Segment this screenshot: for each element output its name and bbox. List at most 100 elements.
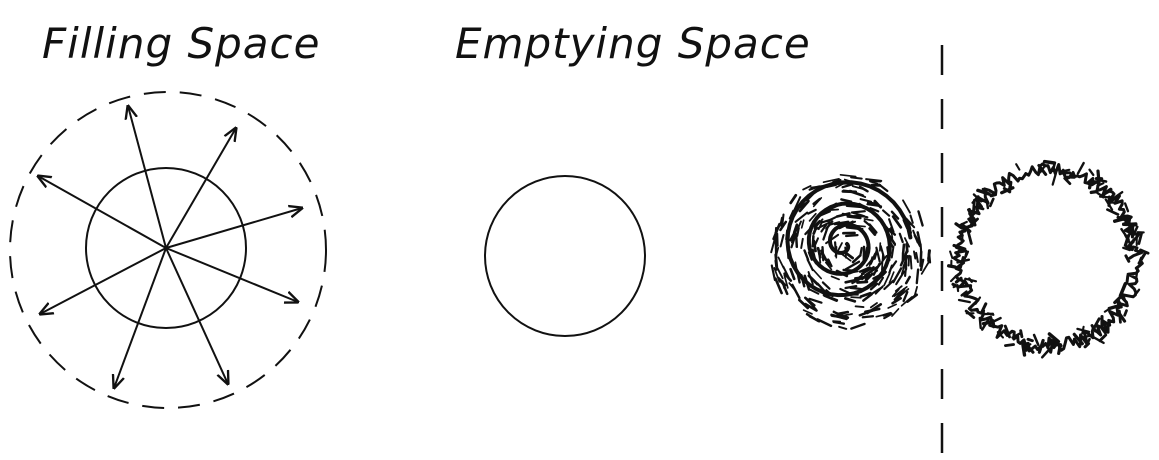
hatch-stroke	[860, 248, 861, 255]
hatch-stroke	[834, 322, 844, 324]
radiating-arrow	[128, 106, 166, 248]
radiating-arrow	[114, 248, 166, 388]
hatch-stroke	[791, 195, 796, 203]
ring-bristle	[991, 195, 995, 196]
ring-bristle	[1053, 173, 1056, 184]
hatch-stroke	[917, 270, 918, 284]
hatch-stroke	[851, 324, 864, 329]
ring-bristle	[1010, 182, 1011, 189]
rough-ring	[949, 162, 1148, 358]
hatch-stroke	[858, 282, 867, 283]
radiating-arrow	[40, 248, 166, 314]
ring-bristle	[1091, 192, 1096, 193]
hatch-stroke	[839, 327, 846, 329]
hatch-stroke	[781, 235, 784, 246]
hatch-stroke	[802, 220, 804, 228]
ring-bristle	[1064, 170, 1069, 171]
hatch-stroke	[818, 248, 820, 257]
ring-bristle	[1127, 276, 1128, 284]
ring-bristle	[951, 276, 956, 281]
ring-bristle	[1136, 290, 1139, 294]
hatch-stroke	[808, 260, 813, 270]
hatch-stroke	[813, 270, 821, 279]
ring-bristle	[1042, 351, 1048, 357]
hatch-stroke	[916, 253, 918, 262]
hatch-stroke	[919, 211, 923, 225]
hatch-stroke	[883, 210, 889, 215]
ring-bristle	[1028, 339, 1032, 340]
ring-bristle	[1090, 183, 1091, 188]
ring-bristle	[1125, 311, 1127, 316]
hatch-stroke	[818, 319, 832, 326]
hatch-stroke	[771, 241, 774, 253]
hatch-stroke	[914, 252, 915, 259]
ring-bristle	[1034, 335, 1038, 345]
ring-bristle	[1005, 345, 1013, 346]
hatch-stroke	[892, 261, 896, 267]
ring-bristle	[1136, 268, 1138, 278]
ring-bristle	[973, 200, 974, 212]
hatch-stroke	[796, 213, 808, 222]
hatch-stroke	[843, 185, 852, 188]
hatch-stroke	[832, 276, 840, 279]
ring-bristle	[976, 207, 983, 209]
hatch-stroke	[911, 216, 913, 223]
hatch-stroke	[928, 250, 929, 261]
hatch-stroke	[864, 219, 872, 221]
hatch-stroke	[848, 217, 861, 218]
hatch-stroke	[823, 282, 830, 288]
filling-space-figure	[10, 92, 326, 408]
hatch-stroke	[776, 255, 777, 269]
ring-bristle	[1097, 193, 1101, 196]
hatch-stroke	[906, 277, 910, 283]
hatch-stroke	[900, 234, 903, 242]
hatch-stroke	[908, 295, 917, 302]
hatch-stroke	[823, 247, 824, 260]
hatch-stroke	[845, 298, 854, 301]
hatch-stroke	[841, 175, 856, 177]
hatch-stroke	[791, 269, 795, 279]
ring-bristle	[1126, 256, 1129, 261]
ring-bristle	[1059, 345, 1061, 354]
ring-bristle	[1039, 341, 1043, 353]
ring-bristle	[969, 279, 972, 282]
ring-bristle	[980, 318, 981, 328]
hatch-stroke	[840, 289, 849, 293]
ring-bristle	[984, 322, 993, 324]
hatch-stroke	[843, 191, 856, 192]
ring-bristle	[1130, 227, 1131, 233]
hatch-stroke	[851, 177, 862, 178]
radiating-arrows	[38, 106, 302, 388]
filling-space-title: Filling Space	[42, 19, 320, 68]
hatch-stroke	[805, 251, 809, 260]
hatch-stroke	[801, 239, 803, 248]
spiral-hatched-sphere	[771, 175, 930, 329]
ring-bristle	[1083, 336, 1089, 338]
ring-bristle	[987, 202, 988, 208]
ring-bristle	[960, 258, 963, 268]
ring-bristle	[1107, 189, 1110, 191]
ring-bristle	[1078, 163, 1084, 174]
hatch-stroke	[863, 316, 873, 317]
hatch-stroke	[851, 297, 861, 298]
ring-bristle	[968, 231, 971, 243]
hatch-stroke	[903, 245, 904, 253]
hatch-stroke	[831, 210, 838, 211]
emptying-space-title: Emptying Space	[455, 19, 811, 68]
hatch-stroke	[911, 256, 912, 268]
hatch-stroke	[815, 238, 818, 245]
hatch-stroke	[866, 179, 881, 181]
radiating-arrow	[166, 248, 228, 384]
ring-bristle	[959, 300, 970, 302]
ring-bristle	[1090, 170, 1094, 175]
hatch-stroke	[909, 256, 910, 266]
ring-bristle	[1077, 329, 1089, 332]
hatch-stroke	[888, 304, 896, 308]
hatch-stroke	[841, 199, 851, 201]
ring-bristle	[1125, 203, 1128, 211]
hatch-stroke	[861, 199, 872, 202]
emptying-space-circle	[485, 176, 645, 336]
ring-bristle	[1098, 171, 1099, 182]
ring-bristle	[1045, 162, 1055, 163]
